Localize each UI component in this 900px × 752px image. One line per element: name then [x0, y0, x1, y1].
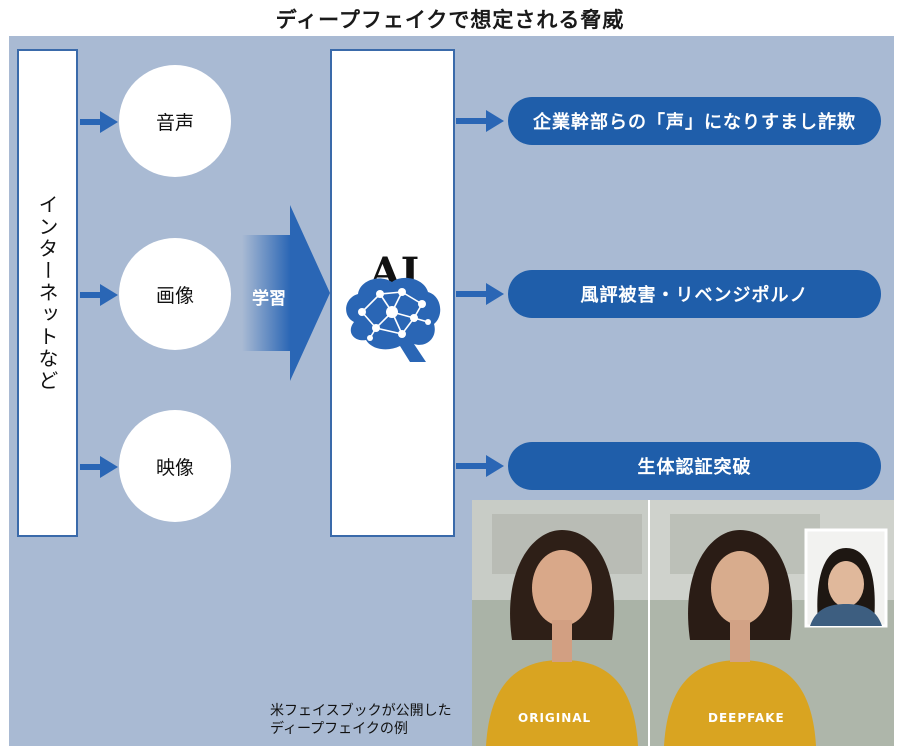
media-circle-image: 画像 — [119, 238, 231, 350]
media-label: 映像 — [155, 456, 194, 479]
diagram-title: ディープフェイクで想定される脅威 — [275, 8, 625, 32]
deepfake-label: DEEPFAKE — [708, 711, 785, 725]
arrow-icon — [80, 284, 118, 306]
caption-line: 米フェイスブックが公開した — [270, 703, 452, 719]
arrow-icon — [456, 455, 504, 477]
arrow-icon — [80, 456, 118, 478]
threat-voice-fraud: 企業幹部らの「声」になりすまし詐欺 — [508, 97, 881, 145]
threat-label: 風評被害・リベンジポルノ — [580, 285, 809, 306]
learning-label: 学習 — [252, 289, 286, 309]
arrow-icon — [456, 110, 504, 132]
threat-label: 企業幹部らの「声」になりすまし詐欺 — [533, 112, 856, 133]
media-label: 画像 — [155, 284, 194, 307]
arrow-icon — [456, 283, 504, 305]
original-label: ORIGINAL — [518, 711, 592, 725]
media-circle-audio: 音声 — [119, 65, 231, 177]
arrow-icon — [80, 111, 118, 133]
caption-line: ディープフェイクの例 — [270, 721, 408, 737]
source-label: インターネットなど — [35, 194, 59, 392]
threat-label: 生体認証突破 — [637, 457, 752, 478]
deepfake-example-photo — [472, 500, 894, 746]
threat-biometric-bypass: 生体認証突破 — [508, 442, 881, 490]
media-label: 音声 — [155, 111, 194, 134]
source-box: インターネットなど — [17, 49, 78, 537]
media-circle-video: 映像 — [119, 410, 231, 522]
learning-arrow-icon — [242, 205, 330, 381]
threat-reputation-damage: 風評被害・リベンジポルノ — [508, 270, 881, 318]
photo-caption: 米フェイスブックが公開した ディープフェイクの例 — [270, 702, 452, 738]
brain-network-icon — [346, 277, 441, 362]
